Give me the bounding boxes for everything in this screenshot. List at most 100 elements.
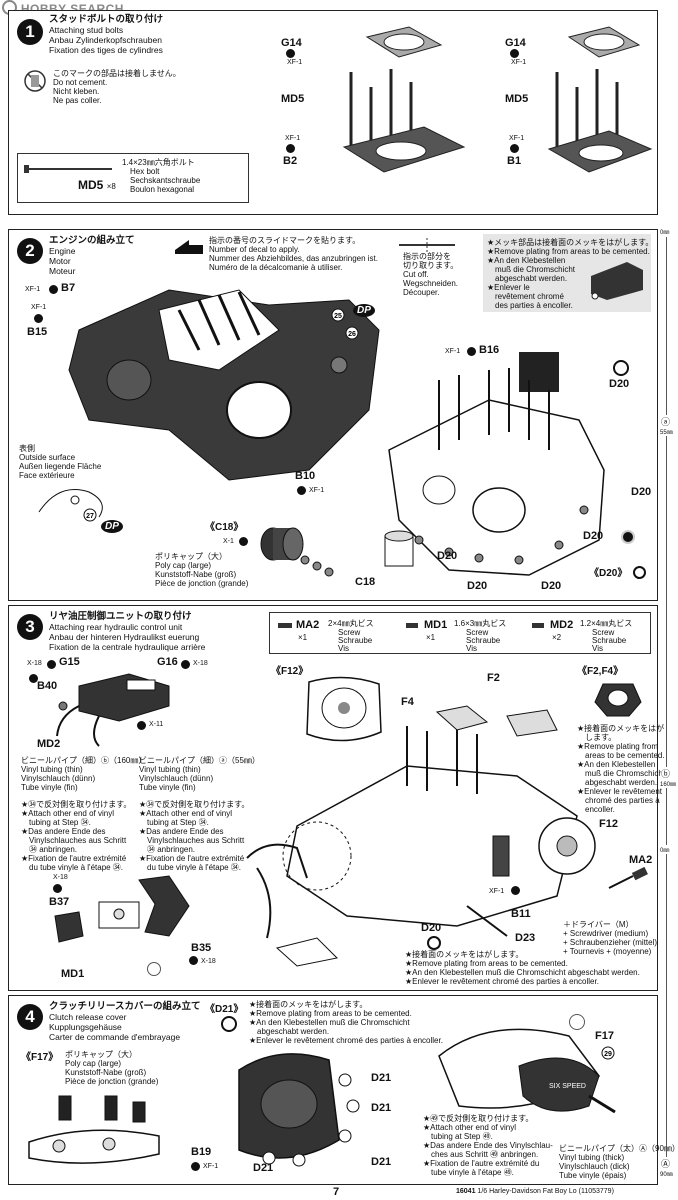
label-x1: X-1 (223, 538, 234, 545)
label-md2: MD2 (37, 738, 61, 750)
tube-thick-note: ビニールパイプ（太）Ⓐ（90㎜） Vinyl tubing (thick) Vi… (559, 1144, 678, 1180)
bolt-code-text: MD5 (78, 178, 104, 192)
polycap-note-2: ポリキャップ（大） Poly cap (large) Kunststoff-Na… (155, 552, 248, 588)
label-b7: B7 (61, 282, 76, 294)
engine-left-case-drawing (68, 289, 380, 481)
decal-25-icon: 25 (331, 308, 345, 322)
screwdriver-icon (608, 866, 648, 889)
f2f4-part-drawing (594, 683, 642, 717)
label-b11: B11 (511, 908, 531, 920)
tube-thin-fr: Tube vinyle (fin) (21, 783, 78, 792)
tube-thin-note: ビニールパイプ（細）ⓑ（160㎜） Vinyl tubing (thin) Vi… (21, 756, 146, 792)
label-g14-left: G14 (281, 37, 302, 49)
step34-de3-l: ㉞ anbringen. (29, 845, 78, 854)
plating-s4-fr: ★Enlever le revêtement chromé des partie… (249, 1036, 443, 1045)
step34-fr1-r: ★Fixation de l'autre extrémité (139, 854, 245, 863)
engine-assembly-drawing (282, 705, 596, 937)
polycap4-jp: ポリキャップ（大） (65, 1050, 137, 1059)
screw-md1-qty: ×1 (426, 633, 436, 642)
outside-fr: Face extérieure (19, 471, 75, 480)
screw-md1-de: Schraube (466, 636, 501, 645)
label-b19: B19 (191, 1146, 212, 1158)
label-d21-c: D21 (371, 1156, 392, 1168)
d20-ring-b (621, 530, 635, 544)
label-d20-a: D20 (609, 378, 630, 390)
cut-de: Wegschneiden. (403, 279, 458, 288)
paint-mark-x11 (137, 721, 146, 730)
label-xf1-right: XF-1 (511, 59, 527, 66)
footer-ref: (11053779) (578, 1188, 614, 1195)
paint-mark-b1 (510, 144, 519, 153)
side-plating-de3: abgeschabt werden. (585, 778, 658, 787)
step4-title: クラッチリリースカバーの組み立て Clutch release cover Ku… (49, 1001, 201, 1043)
tube-thin-jp: ビニールパイプ（細）ⓑ（160㎜） (21, 756, 147, 765)
step2-number: 2 (17, 238, 43, 264)
paint-mark-b37 (53, 884, 62, 893)
polycap2-en: Poly cap (large) (155, 561, 212, 570)
plating-s3-de: ★An den Klebestellen muß die Chromschich… (405, 968, 640, 977)
decal-25-text: 25 (334, 313, 342, 320)
step34-de1-r: ★Das andere Ende des (139, 827, 224, 836)
ruler-top-zero: 0㎜ (660, 230, 670, 236)
step52-en2: tubing at Step ㊾. (431, 1132, 493, 1141)
driver-jp: ＋ドライバー（M） (563, 920, 634, 929)
screws-box: MA2 ×1 2×4㎜丸ビス Screw Schraube Vis MD1 ×1… (269, 612, 651, 654)
step34-en1-l: ★Attach other end of vinyl (21, 809, 114, 818)
outside-de: Außen liegende Fläche (19, 462, 102, 471)
no-cement-icon-s4 (569, 1014, 585, 1030)
side-plating-fr2: chromé des parties à (585, 796, 660, 805)
tubing-ruler: 0㎜ ⓐ 55㎜ ⓑ 160㎜ 0㎜ Ⓐ 90㎜ (660, 229, 677, 1184)
outside-surface-drawing (38, 489, 103, 518)
label-d20: D20 (421, 922, 442, 934)
oil-filter-c18-drawing (384, 530, 414, 567)
cut-jp1: 指示の部分を (403, 252, 451, 261)
plating-en: ★Remove plating from areas to be cemente… (487, 247, 650, 256)
tube-thin-en: Vinyl tubing (thin) (21, 765, 83, 774)
cylinder-base-left-drawing (342, 26, 466, 173)
screw-md2-code: MD2 (550, 619, 574, 631)
label-xf1-b16: XF-1 (445, 348, 461, 355)
step1-title-fr: Fixation des tiges de cylindres (49, 45, 163, 55)
step2-title-fr: Moteur (49, 266, 76, 276)
label-d21-box: 《D21》 (205, 1004, 244, 1015)
f17-base-drawing (28, 1095, 160, 1164)
driver-en: + Screwdriver (medium) (563, 929, 649, 938)
step2-title-de: Motor (49, 256, 71, 266)
decal-29-text: 29 (604, 1051, 612, 1058)
paint-mark-b10 (297, 486, 306, 495)
bolt-qty: ×8 (106, 182, 116, 191)
step34-de2-r: Vinylschlauches aus Schritt (147, 836, 245, 845)
decal-arrow-icon (175, 240, 203, 254)
step1-title-en: Attaching stud bolts (49, 25, 124, 35)
label-xf1b-left: XF-1 (285, 135, 301, 142)
label-d21-b: D21 (371, 1102, 392, 1114)
tube-thick-en: Vinyl tubing (thick) (559, 1153, 625, 1162)
step4-title-jp: クラッチリリースカバーの組み立て (49, 1001, 201, 1012)
plating-de3: abgeschabt werden. (495, 274, 568, 283)
driver-de: + Schraubenzieher (mittel) (563, 938, 658, 947)
screw-ma2-en: Screw (338, 628, 361, 637)
label-d20-f: D20 (541, 580, 562, 592)
step4-title-en: Clutch release cover (49, 1012, 127, 1022)
decal-27-icon: 27 (83, 508, 97, 522)
side-plating-note: ★接着面のメッキをはが します。 ★Remove plating from ar… (577, 724, 665, 814)
step52-fr1: ★Fixation de l'autre extrémité du (423, 1159, 540, 1168)
label-x18-g15: X-18 (27, 660, 42, 667)
bolt-code: MD5 ×8 (78, 178, 116, 192)
plating-s4-jp: ★接着面のメッキをはがします。 (249, 1000, 368, 1009)
tube-thin2-fr: Tube vinyle (fin) (139, 783, 196, 792)
driver-note: ＋ドライバー（M） + Screwdriver (medium) + Schra… (563, 920, 657, 956)
plating-fr2: revêtement chromé (495, 292, 564, 301)
decal-27-text: 27 (86, 513, 94, 520)
step4-panel: 4 クラッチリリースカバーの組み立て Clutch release cover … (8, 995, 678, 1185)
label-g16: G16 (157, 656, 178, 668)
polycap4-en: Poly cap (large) (65, 1059, 122, 1068)
ruler-a-len: 55㎜ (660, 427, 673, 436)
polycap-note-4: ポリキャップ（大） Poly cap (large) Kunststoff-Na… (65, 1050, 158, 1086)
screw-ma2-qty: ×1 (298, 633, 308, 642)
plating-fr3: des parties à encoller. (495, 301, 573, 310)
tube-thin2-en: Vinyl tubing (thin) (139, 765, 201, 774)
screw-md2-fr: Vis (592, 644, 603, 653)
step1-title-jp: スタッドボルトの取り付け (49, 14, 164, 25)
step3-panel: 3 リヤ油圧制御ユニットの取り付け Attaching rear hydraul… (8, 605, 665, 991)
